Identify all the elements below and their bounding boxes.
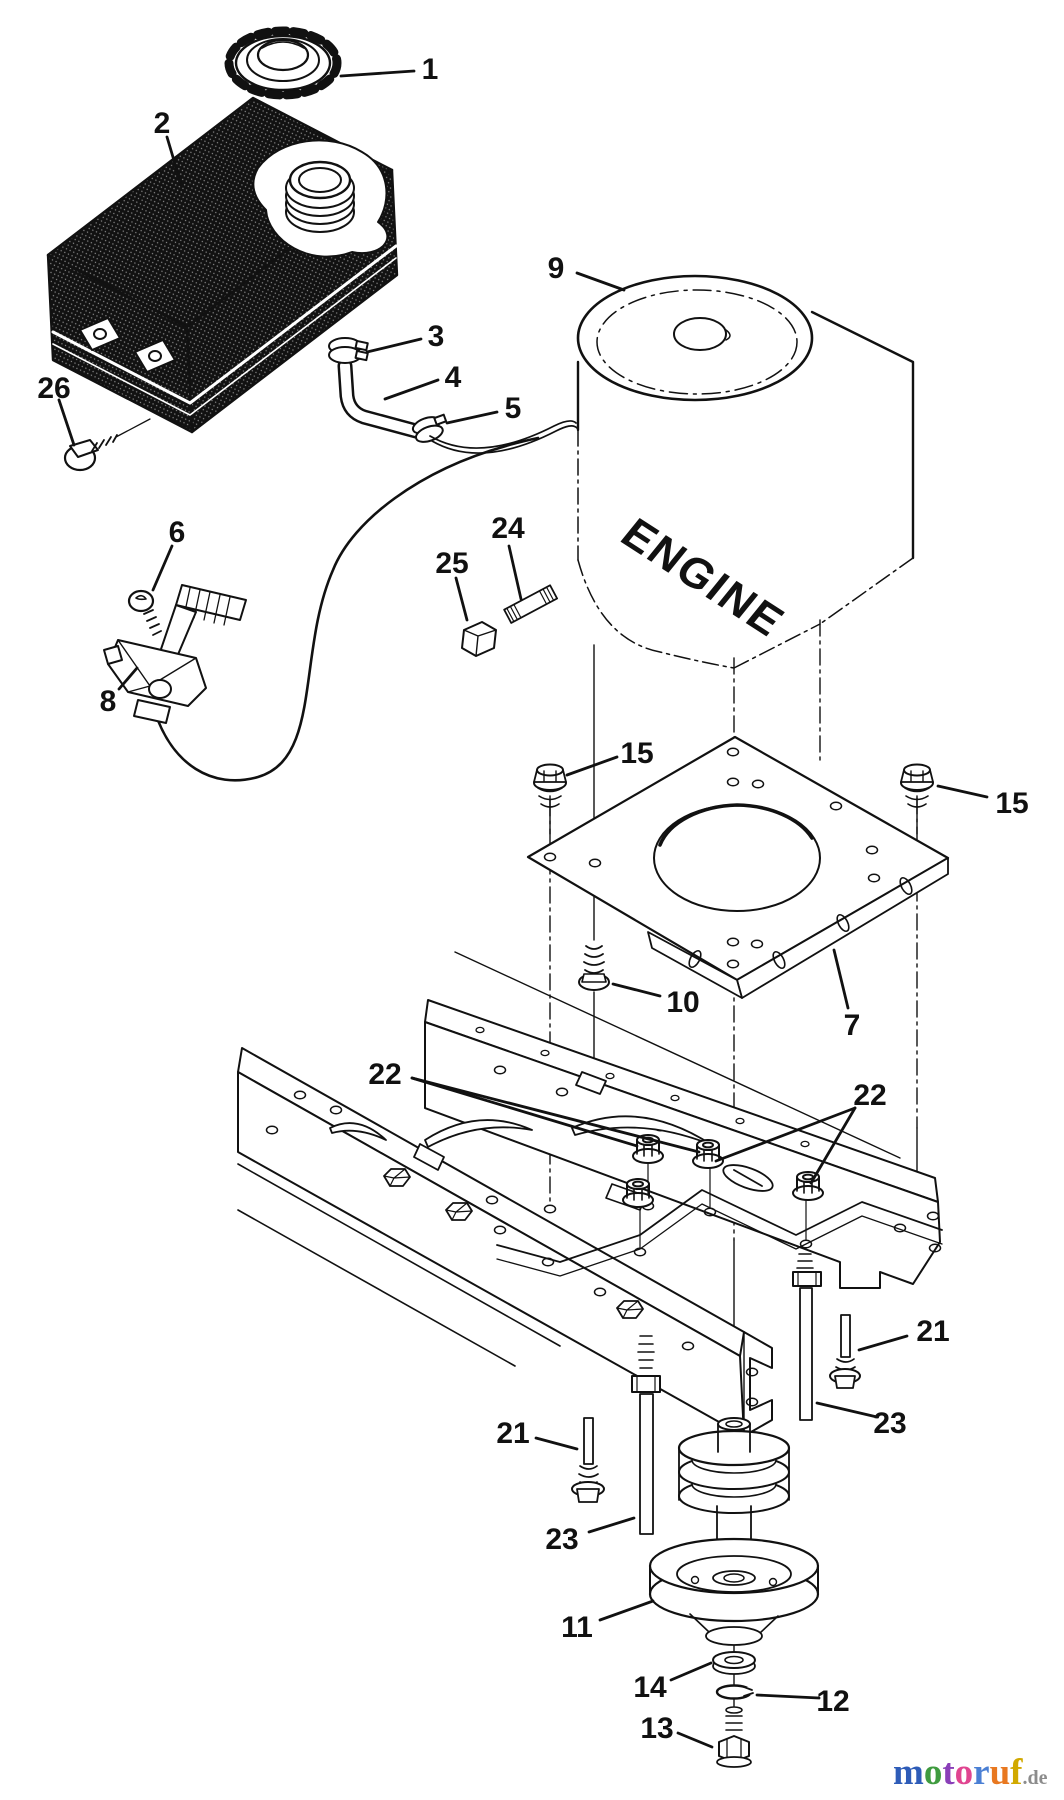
leader-line bbox=[365, 337, 423, 354]
callout-number-9: 9 bbox=[548, 252, 565, 285]
leader-line bbox=[714, 1106, 857, 1163]
leader-line bbox=[339, 69, 416, 78]
engine-mount-plate bbox=[526, 735, 950, 999]
callout-number-10: 10 bbox=[666, 986, 699, 1019]
carriage-bolt-left bbox=[631, 1335, 661, 1535]
plate-flange-slots bbox=[688, 876, 913, 970]
leader-line bbox=[936, 784, 989, 799]
hose-clamp-lower bbox=[411, 413, 448, 443]
engine-label: ENGINE bbox=[612, 510, 794, 647]
mount-bolt-left bbox=[533, 763, 567, 835]
bolt-21-left bbox=[571, 1417, 605, 1503]
leader-line bbox=[410, 1076, 639, 1148]
callout-number-25: 25 bbox=[435, 547, 468, 580]
leader-line bbox=[117, 666, 139, 691]
leader-line bbox=[611, 982, 662, 998]
leader-line bbox=[857, 1334, 909, 1352]
pulley-bolt-13 bbox=[716, 1706, 752, 1768]
leader-line bbox=[410, 1076, 701, 1154]
leader-line bbox=[57, 398, 76, 447]
callout-number-22: 22 bbox=[853, 1079, 886, 1112]
leader-line bbox=[809, 1106, 857, 1185]
leader-line bbox=[832, 948, 850, 1010]
callout-number-13: 13 bbox=[640, 1712, 673, 1745]
leader-line bbox=[383, 378, 440, 401]
leader-line bbox=[598, 1599, 655, 1622]
filler-neck bbox=[285, 160, 355, 233]
callout-number-6: 6 bbox=[169, 516, 186, 549]
leader-line bbox=[575, 271, 626, 292]
fuel-cap bbox=[224, 26, 342, 100]
throttle-cable bbox=[153, 436, 540, 782]
frame-rail-front bbox=[237, 1047, 773, 1437]
engine: ENGINE bbox=[576, 274, 915, 669]
callout-number-1: 1 bbox=[422, 53, 439, 86]
callout-number-15: 15 bbox=[620, 737, 653, 770]
callout-number-26: 26 bbox=[37, 372, 70, 405]
tank-mount-tabs bbox=[79, 317, 176, 373]
carriage-bolt-right bbox=[792, 1253, 822, 1421]
leader-line bbox=[755, 1693, 821, 1700]
callout-number-23: 23 bbox=[545, 1523, 578, 1556]
fuel-line bbox=[429, 420, 578, 454]
flat-washer-14 bbox=[712, 1651, 756, 1675]
cable-clip-screw bbox=[127, 589, 162, 636]
callout-number-7: 7 bbox=[844, 1009, 861, 1042]
hex-bolt-25 bbox=[461, 621, 497, 657]
flange-nuts-22 bbox=[622, 1134, 824, 1257]
callout-number-23: 23 bbox=[873, 1407, 906, 1440]
bolt-21-right bbox=[829, 1314, 861, 1389]
fuel-tank bbox=[46, 96, 399, 434]
engine-stud bbox=[503, 584, 559, 624]
leader-line bbox=[445, 410, 499, 425]
tank-screw bbox=[63, 418, 151, 472]
leader-line bbox=[676, 1731, 714, 1749]
leader-line bbox=[534, 1436, 579, 1451]
callout-number-24: 24 bbox=[491, 512, 525, 545]
engine-pulley bbox=[677, 1417, 791, 1514]
stack-pulley-11 bbox=[648, 1537, 820, 1646]
callout-number-8: 8 bbox=[100, 685, 117, 718]
lock-washer-12 bbox=[715, 1684, 754, 1700]
callout-number-11: 11 bbox=[561, 1611, 593, 1644]
leader-line bbox=[669, 1661, 713, 1682]
spacer-tube-left bbox=[639, 1393, 654, 1535]
leader-line bbox=[165, 135, 183, 186]
spacer-tube-right bbox=[799, 1287, 813, 1421]
watermark-logo: motoruf.de bbox=[893, 1752, 1048, 1793]
throttle-control bbox=[103, 584, 247, 724]
self-tapping-screw-10 bbox=[578, 945, 610, 991]
leader-line bbox=[815, 1401, 879, 1419]
callout-number-21: 21 bbox=[496, 1417, 529, 1450]
leader-line bbox=[454, 576, 469, 622]
leader-line bbox=[587, 1516, 636, 1534]
callout-number-3: 3 bbox=[428, 320, 445, 353]
callout-number-14: 14 bbox=[633, 1671, 667, 1704]
callout-number-2: 2 bbox=[154, 107, 171, 140]
leader-line bbox=[565, 755, 619, 777]
mount-bolt-right bbox=[900, 763, 934, 835]
leader-line bbox=[151, 544, 174, 592]
hose-clamp-upper bbox=[328, 337, 369, 364]
callout-number-15: 15 bbox=[995, 787, 1028, 820]
callout-number-12: 12 bbox=[816, 1685, 849, 1718]
fuel-hose bbox=[337, 358, 424, 439]
callout-number-22: 22 bbox=[368, 1058, 401, 1091]
callout-number-4: 4 bbox=[445, 361, 462, 394]
leader-line bbox=[507, 544, 523, 601]
callout-number-21: 21 bbox=[916, 1315, 949, 1348]
callout-number-5: 5 bbox=[505, 392, 522, 425]
